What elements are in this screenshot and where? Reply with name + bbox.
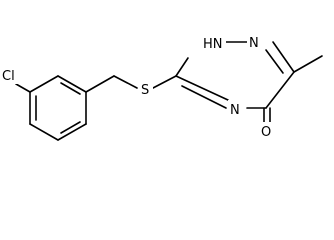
bond-c-cl xyxy=(15,83,31,93)
bond-c6-c5 xyxy=(265,71,295,109)
double-bond-inner xyxy=(60,82,81,95)
bond-s-c3 xyxy=(152,75,177,89)
bond-ch2-s xyxy=(113,75,138,89)
chemical-structure: Cl S HN N N O xyxy=(0,32,323,141)
triazinone-ring xyxy=(175,41,295,109)
bond-ring-ch2 xyxy=(85,75,115,93)
double-bond-n4-c3-inner xyxy=(181,85,227,109)
bond-n4-c3 xyxy=(175,75,229,101)
bond xyxy=(29,123,59,141)
bond-methyl xyxy=(293,55,323,73)
benzene-ring xyxy=(29,75,87,141)
double-bond-inner xyxy=(60,121,81,134)
bond xyxy=(57,75,87,93)
sulfur-label: S xyxy=(141,83,149,98)
bond xyxy=(57,123,87,141)
nitrogen-bottom-label: N xyxy=(230,103,240,118)
nh-label: HN xyxy=(203,37,223,52)
chlorine-label: Cl xyxy=(2,69,15,84)
atom-labels: Cl S HN N N O xyxy=(0,32,275,140)
bond-n-c6 xyxy=(272,41,295,73)
nitrogen-top-label: N xyxy=(249,36,259,51)
double-bond-n-c6-inner xyxy=(265,49,284,74)
bond xyxy=(29,75,59,93)
bond-c3-nh xyxy=(175,57,189,77)
oxygen-label: O xyxy=(261,125,271,140)
